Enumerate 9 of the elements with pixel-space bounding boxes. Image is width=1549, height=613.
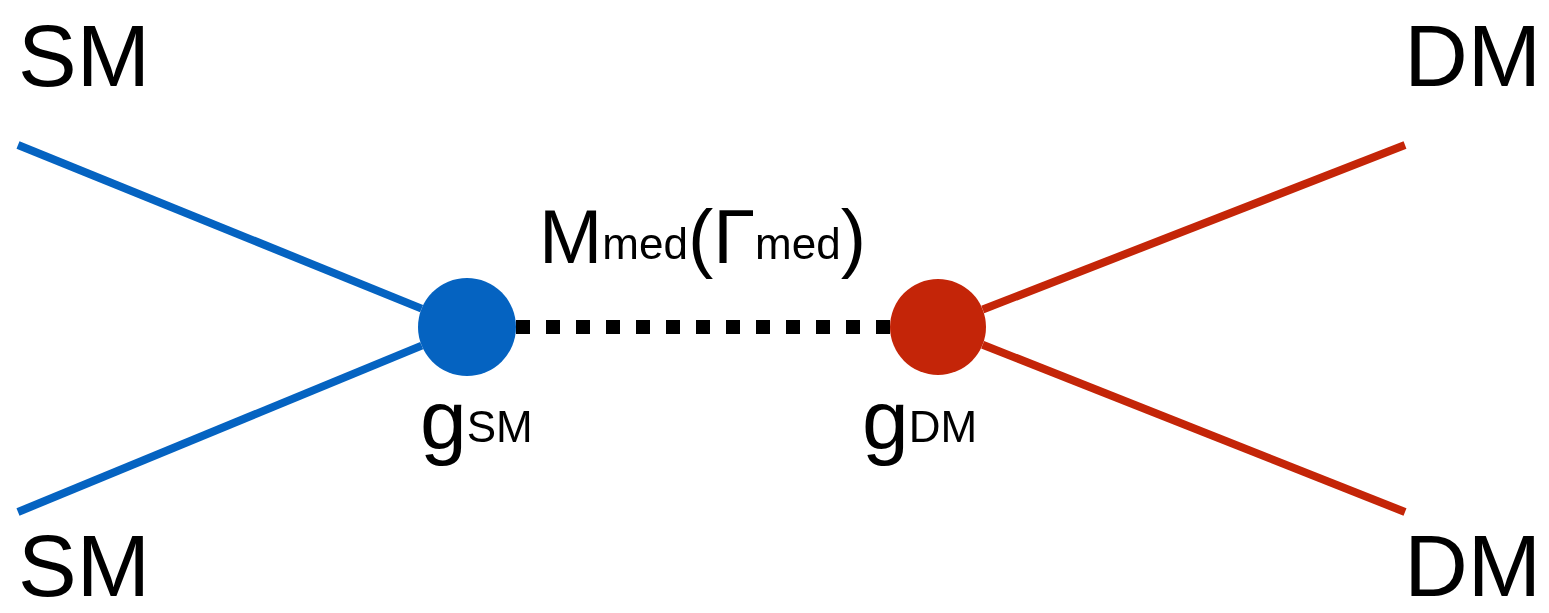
particle-label: DM (1381, 12, 1541, 145)
particle-line (981, 141, 1407, 314)
particle-line (16, 141, 424, 313)
particle-line (16, 341, 424, 516)
particle-label: SM (18, 12, 168, 145)
particle-label: SM (18, 512, 168, 610)
particle-line (981, 340, 1407, 516)
dotted-propagator-line (516, 320, 890, 334)
particle-label: DM (1381, 512, 1541, 610)
